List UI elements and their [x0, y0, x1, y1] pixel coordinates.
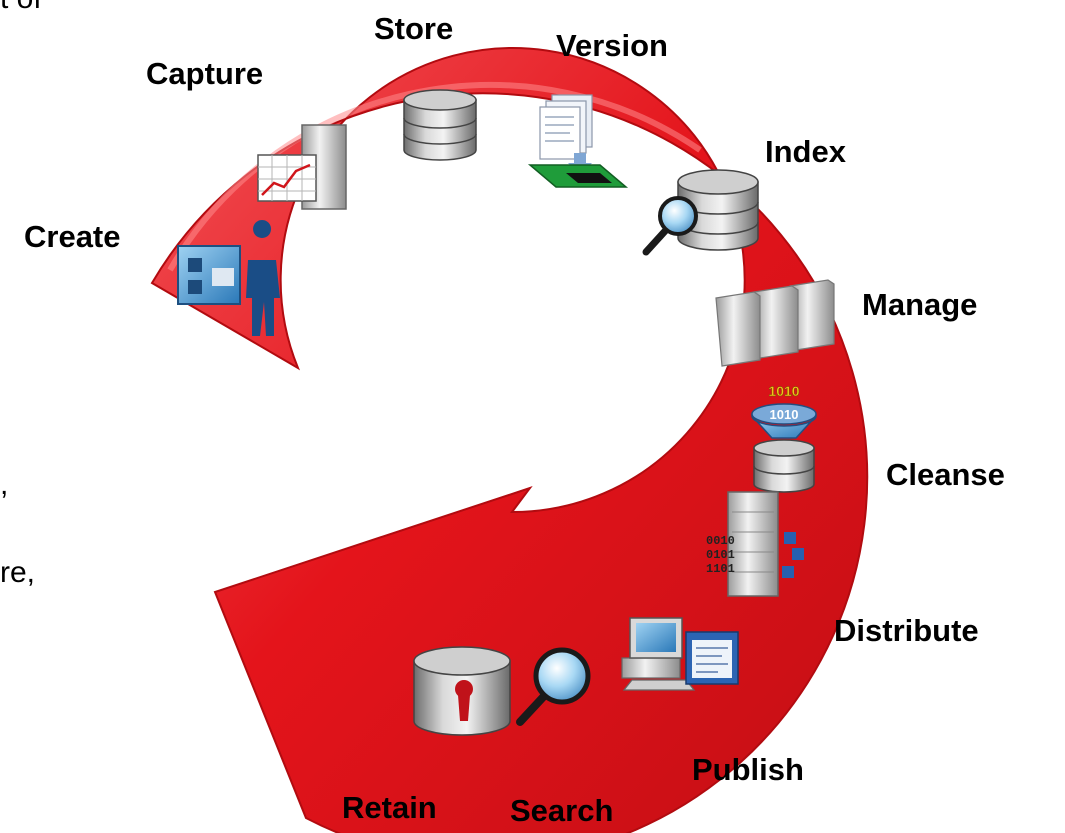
- stage-label-retain: Retain: [342, 790, 437, 825]
- locked-database-icon: [413, 646, 511, 736]
- stage-label-cleanse: Cleanse: [886, 457, 1005, 492]
- svg-text:1010: 1010: [770, 407, 799, 422]
- binary-funnel-database-icon: 1010 1010: [751, 383, 817, 493]
- arrow-highlight: [167, 81, 702, 272]
- stage-label-version: Version: [556, 28, 668, 63]
- clipped-text-lower: re,: [0, 556, 36, 589]
- computer-webpage-icon: [621, 617, 739, 691]
- magnifier-icon: [516, 647, 591, 726]
- server-stack-icon: [715, 279, 835, 367]
- svg-text:1101: 1101: [706, 562, 735, 576]
- chart-document-icon: [257, 124, 347, 210]
- stage-label-capture: Capture: [146, 56, 264, 91]
- stage-label-manage: Manage: [862, 287, 978, 322]
- person-at-computer-icon: [177, 220, 280, 336]
- svg-text:1010: 1010: [768, 383, 799, 399]
- stage-label-index: Index: [765, 134, 846, 169]
- clipped-text-mid: ,: [0, 468, 9, 501]
- clipped-text-top: t of: [0, 0, 42, 14]
- stage-label-search: Search: [510, 793, 614, 828]
- binary-server-icon: 0010 0101 1101: [706, 491, 804, 597]
- stage-label-distribute: Distribute: [834, 613, 979, 648]
- database-magnifier-icon: [642, 169, 759, 256]
- stage-label-publish: Publish: [692, 752, 804, 787]
- svg-text:0101: 0101: [706, 548, 735, 562]
- stage-label-create: Create: [24, 219, 121, 254]
- database-icon: [403, 89, 477, 161]
- documents-to-disk-icon: [527, 94, 629, 188]
- svg-text:0010: 0010: [706, 534, 735, 548]
- stage-label-store: Store: [374, 11, 454, 46]
